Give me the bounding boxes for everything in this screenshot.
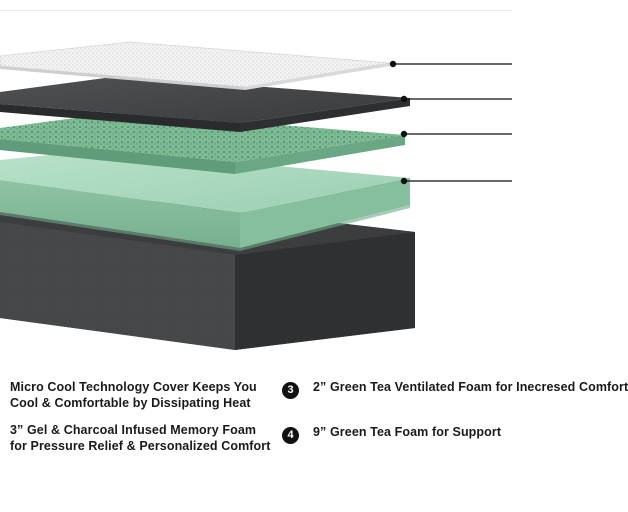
- caption-layer-4: 9” Green Tea Foam for Support: [313, 425, 502, 439]
- gel-memory-foam-layer: [0, 76, 410, 132]
- top-divider: [0, 10, 512, 11]
- ventilated-foam-layer: [0, 112, 405, 174]
- mattress-layers-infographic: Micro Cool Technology Cover Keeps You Co…: [0, 10, 628, 453]
- micro-cool-cover-layer: [0, 41, 391, 90]
- caption-layer-3: 2” Green Tea Ventilated Foam for Inecres…: [313, 380, 628, 394]
- caption-layer-1: Micro Cool Technology Cover Keeps You Co…: [10, 380, 257, 410]
- caption-layer-2: 3” Gel & Charcoal Infused Memory Foam fo…: [10, 423, 271, 453]
- callout-ventilated-foam: [400, 130, 512, 138]
- callout-lines: [389, 60, 512, 185]
- mattress-exploded-illustration: [0, 41, 512, 350]
- callout-cover: [389, 60, 512, 68]
- number-badge-3: 3: [282, 382, 299, 399]
- support-foam-layer: [0, 150, 410, 251]
- number-badge-4: 4: [282, 427, 299, 444]
- callout-support-foam: [400, 177, 512, 185]
- callout-gel-foam: [400, 95, 512, 103]
